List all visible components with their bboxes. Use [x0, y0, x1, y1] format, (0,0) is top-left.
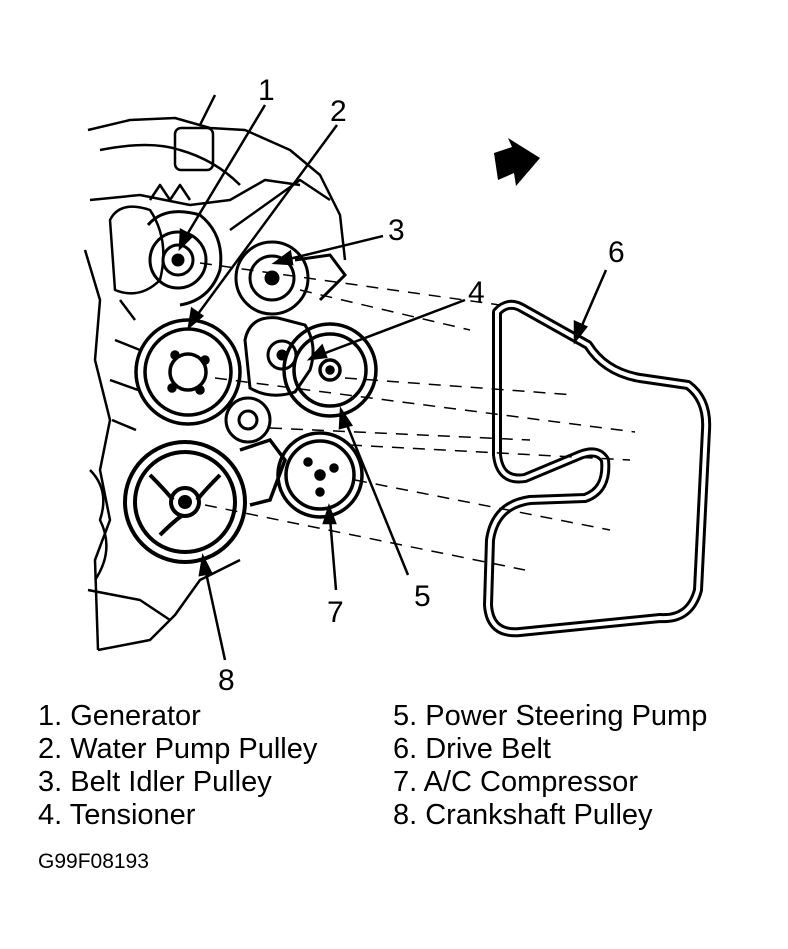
- alignment-lines: [199, 262, 636, 571]
- crankshaft-pulley-drawing: [123, 440, 247, 564]
- callout-3: 3: [388, 214, 405, 247]
- legend-right: 5. Power Steering Pump 6. Drive Belt 7. …: [393, 700, 707, 832]
- callout-5: 5: [414, 580, 431, 613]
- legend-item-crankshaft-pulley: 8. Crankshaft Pulley: [393, 799, 653, 831]
- figure-code: G99F08193: [38, 850, 149, 873]
- engine-block-drawing: [83, 94, 347, 652]
- legend-left: 1. Generator 2. Water Pump Pulley 3. Bel…: [38, 700, 317, 832]
- arrow-right-icon: [494, 138, 540, 186]
- generator-drawing: [146, 210, 223, 307]
- legend-item-belt-idler-pulley: 3. Belt Idler Pulley: [38, 766, 272, 798]
- callout-2: 2: [330, 95, 347, 128]
- ac-compressor-drawing: [239, 431, 364, 519]
- water-pump-pulley-drawing: [134, 318, 242, 426]
- drive-belt-drawing: [483, 299, 712, 638]
- leader-lines: [178, 104, 608, 661]
- legend-item-power-steering-pump: 5. Power Steering Pump: [393, 700, 708, 732]
- tensioner-drawing: [243, 316, 315, 397]
- legend-item-ac-compressor: 7. A/C Compressor: [393, 766, 638, 798]
- legend-item-generator: 1. Generator: [38, 700, 201, 732]
- callout-4: 4: [468, 276, 485, 309]
- drive-belt-diagram: 1 2 3 4 5 6 7 8: [83, 74, 712, 697]
- lower-idler-drawing: [224, 396, 272, 444]
- legend-item-drive-belt: 6. Drive Belt: [393, 733, 551, 765]
- callout-8: 8: [218, 664, 235, 697]
- power-steering-pump-drawing: [282, 322, 378, 418]
- callout-7: 7: [327, 596, 344, 629]
- callout-1: 1: [258, 74, 275, 107]
- legend-item-water-pump-pulley: 2. Water Pump Pulley: [38, 733, 318, 765]
- callout-6: 6: [608, 236, 625, 269]
- legend-item-tensioner: 4. Tensioner: [38, 799, 196, 831]
